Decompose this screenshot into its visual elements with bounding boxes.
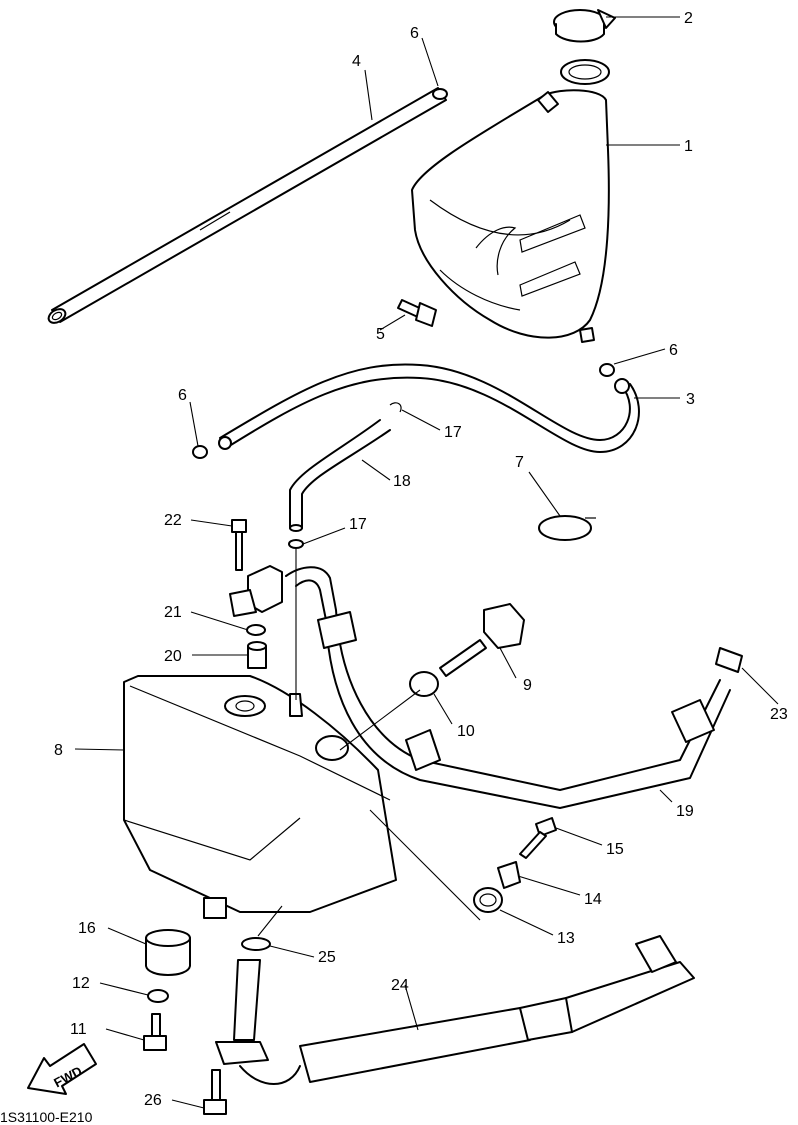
callout-6-left: 6 <box>178 387 187 404</box>
callout-7: 7 <box>515 454 524 471</box>
part-5-bolt <box>397 299 437 327</box>
callout-1: 1 <box>684 138 693 155</box>
callout-23: 23 <box>770 706 788 723</box>
diagram-code: 1S31100-E210 <box>0 1109 93 1125</box>
part-10-o-ring <box>409 671 439 697</box>
part-16-grommet <box>145 929 191 976</box>
callout-15: 15 <box>606 841 624 858</box>
part-18-hose <box>289 419 391 532</box>
callout-labels: 1 2 3 4 5 6 6 6 7 8 9 10 11 12 13 14 15 … <box>54 10 788 1109</box>
callout-20: 20 <box>164 648 182 665</box>
part-12-washer <box>147 989 169 1003</box>
callout-10: 10 <box>457 723 475 740</box>
part-23-clamp <box>715 647 743 673</box>
callout-16: 16 <box>78 920 96 937</box>
callout-24: 24 <box>391 977 409 994</box>
callout-17-lower: 17 <box>349 516 367 533</box>
part-11-bolt <box>143 1013 167 1051</box>
part-6-clip-top <box>432 88 448 100</box>
callout-6-right: 6 <box>669 342 678 359</box>
part-19-hose <box>285 566 731 809</box>
leader-lines <box>74 16 779 1109</box>
bracket <box>229 565 283 617</box>
part-17-clip-upper <box>389 402 402 413</box>
callout-8: 8 <box>54 742 63 759</box>
part-2-cap <box>553 9 616 43</box>
part-22-bolt <box>231 519 247 571</box>
callout-3: 3 <box>686 391 695 408</box>
fwd-arrow-icon <box>27 1043 97 1095</box>
part-3-hose <box>218 363 640 453</box>
callout-26: 26 <box>144 1092 162 1109</box>
callout-21: 21 <box>164 604 182 621</box>
part-20-collar <box>247 641 267 669</box>
callout-18: 18 <box>393 473 411 490</box>
part-15-bolt <box>519 817 557 859</box>
callout-17-upper: 17 <box>444 424 462 441</box>
callout-4: 4 <box>352 53 361 70</box>
part-13-grommet <box>473 887 503 913</box>
part-21-washer <box>246 624 266 636</box>
callout-25: 25 <box>318 949 336 966</box>
callout-14: 14 <box>584 891 602 908</box>
part-24-hose <box>215 935 695 1085</box>
callout-2: 2 <box>684 10 693 27</box>
part-25-o-ring <box>241 937 271 951</box>
callout-6-top: 6 <box>410 25 419 42</box>
part-26-bolt <box>203 1069 227 1115</box>
part-6-clip-left <box>192 445 208 459</box>
part-9-dipstick <box>439 603 525 677</box>
part-6-clip-right <box>599 363 615 377</box>
part-4-hose <box>47 87 447 324</box>
callout-13: 13 <box>557 930 575 947</box>
callout-5: 5 <box>376 326 385 343</box>
part-7-clamp <box>538 515 596 541</box>
callout-9: 9 <box>523 677 532 694</box>
callout-22: 22 <box>164 512 182 529</box>
callout-19: 19 <box>676 803 694 820</box>
callout-12: 12 <box>72 975 90 992</box>
callout-11: 11 <box>70 1021 87 1038</box>
part-14-collar <box>497 861 521 889</box>
part-1-reservoir-tank <box>411 59 610 343</box>
part-17-clip-lower <box>288 539 304 549</box>
part-8-oil-tank <box>123 675 397 919</box>
